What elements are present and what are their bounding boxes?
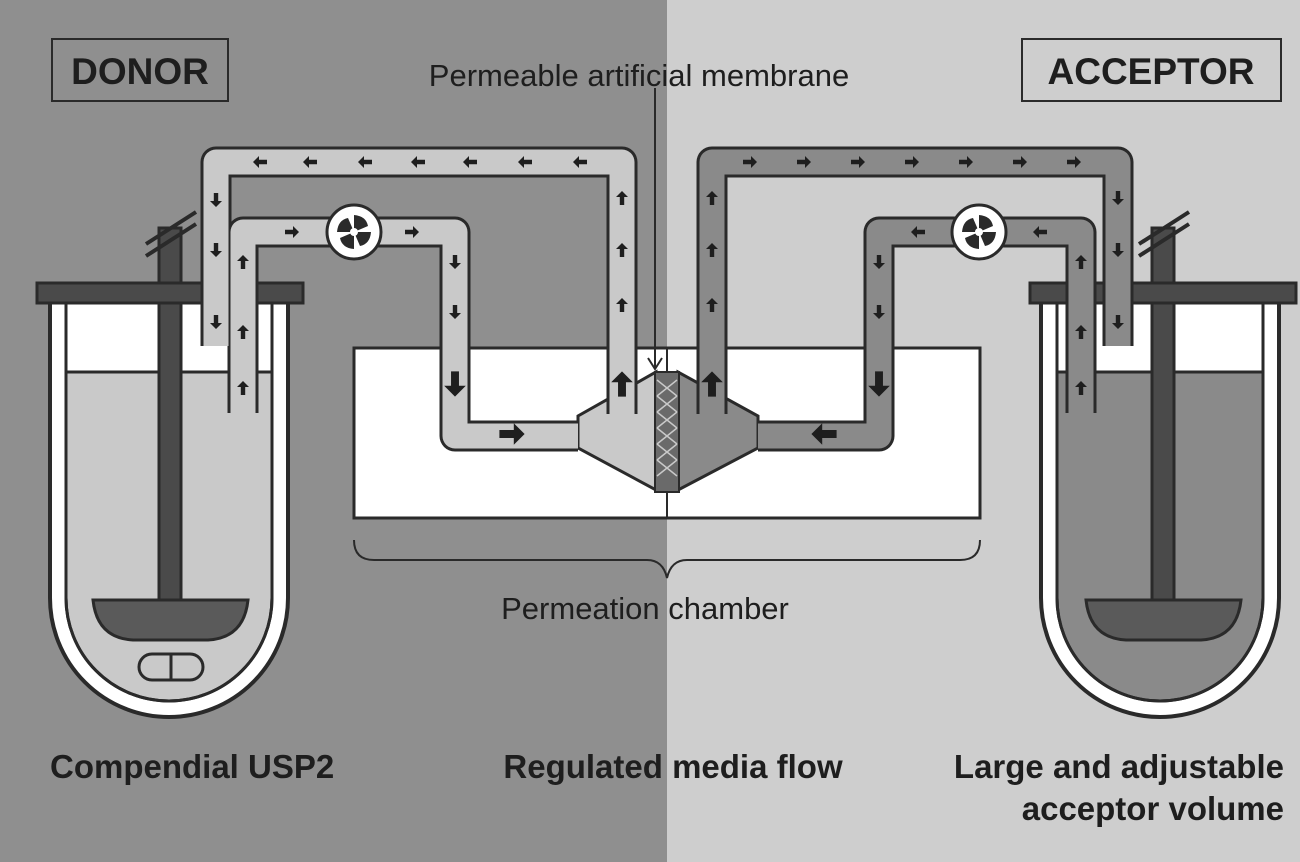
flow-arrow-icon (616, 243, 628, 257)
membrane-pointer-head-icon (647, 357, 663, 371)
acceptor-shaft-break-icon (1137, 210, 1191, 258)
flow-arrow-icon (210, 193, 222, 207)
flow-arrow-icon (1067, 156, 1081, 168)
donor-label-box (51, 38, 229, 102)
flow-arrow-icon (743, 156, 757, 168)
flow-arrow-icon (1112, 315, 1124, 329)
flow-arrow-icon (959, 156, 973, 168)
acceptor-label: ACCEPTOR (1048, 51, 1255, 92)
usp2-label: Compendial USP2 (50, 748, 334, 785)
flow-arrow-icon (463, 156, 477, 168)
flow-arrow-icon (237, 381, 249, 395)
flow-arrow-icon (405, 226, 419, 238)
donor-vessel-lid (35, 281, 305, 305)
flow-arrow-icon (797, 156, 811, 168)
flow-arrow-icon (811, 423, 837, 445)
chamber-brace (353, 539, 981, 579)
flow-arrow-icon (444, 371, 466, 397)
flow-arrow-icon (237, 325, 249, 339)
flow-arrow-icon (905, 156, 919, 168)
flow-arrow-icon (1075, 325, 1087, 339)
flow-arrows (210, 156, 1124, 445)
flow-arrow-icon (449, 305, 461, 319)
flow-arrow-icon (253, 156, 267, 168)
acceptor-vessel (1028, 210, 1298, 719)
volume-label-line1: Large and adjustable (954, 748, 1284, 785)
flow-arrow-icon (851, 156, 865, 168)
pump-icon (325, 203, 383, 261)
flow-arrow-icon (873, 305, 885, 319)
donor-vessel (35, 210, 305, 719)
volume-label-line2: acceptor volume (1022, 790, 1284, 827)
flow-label: Regulated media flow (503, 748, 843, 785)
flow-arrow-icon (616, 191, 628, 205)
flow-arrow-icon (706, 191, 718, 205)
membrane-label: Permeable artificial membrane (429, 58, 849, 93)
flow-arrow-icon (706, 298, 718, 312)
flow-arrow-icon (573, 156, 587, 168)
flow-arrow-icon (210, 315, 222, 329)
flow-arrow-icon (1033, 226, 1047, 238)
flow-arrow-icon (210, 243, 222, 257)
flow-arrow-icon (873, 255, 885, 269)
pump-icon (950, 203, 1008, 261)
flow-arrow-icon (237, 255, 249, 269)
flow-arrow-icon (518, 156, 532, 168)
flow-arrow-icon (868, 371, 890, 397)
flow-arrow-icon (1075, 381, 1087, 395)
flow-arrow-icon (303, 156, 317, 168)
flow-arrow-icon (1112, 243, 1124, 257)
flow-arrow-icon (449, 255, 461, 269)
flow-arrow-icon (285, 226, 299, 238)
flow-arrow-icon (1112, 191, 1124, 205)
donor-label: DONOR (71, 51, 209, 92)
membrane-pattern (656, 379, 678, 477)
flow-arrow-icon (1013, 156, 1027, 168)
permeable-membrane (654, 371, 680, 493)
flow-arrow-icon (701, 371, 723, 397)
acceptor-label-box (1021, 38, 1282, 102)
acceptor-stirrer-icon (1084, 598, 1243, 642)
flow-arrow-icon (411, 156, 425, 168)
flow-arrow-icon (706, 243, 718, 257)
flow-arrow-icon (358, 156, 372, 168)
flow-arrow-icon (616, 298, 628, 312)
flow-arrow-icon (499, 423, 525, 445)
chamber-label: Permeation chamber (501, 591, 789, 626)
donor-stirrer-icon (91, 598, 250, 642)
donor-shaft-break-icon (144, 210, 198, 258)
flow-arrow-icon (611, 371, 633, 397)
flow-arrow-icon (1075, 255, 1087, 269)
flow-arrow-icon (911, 226, 925, 238)
